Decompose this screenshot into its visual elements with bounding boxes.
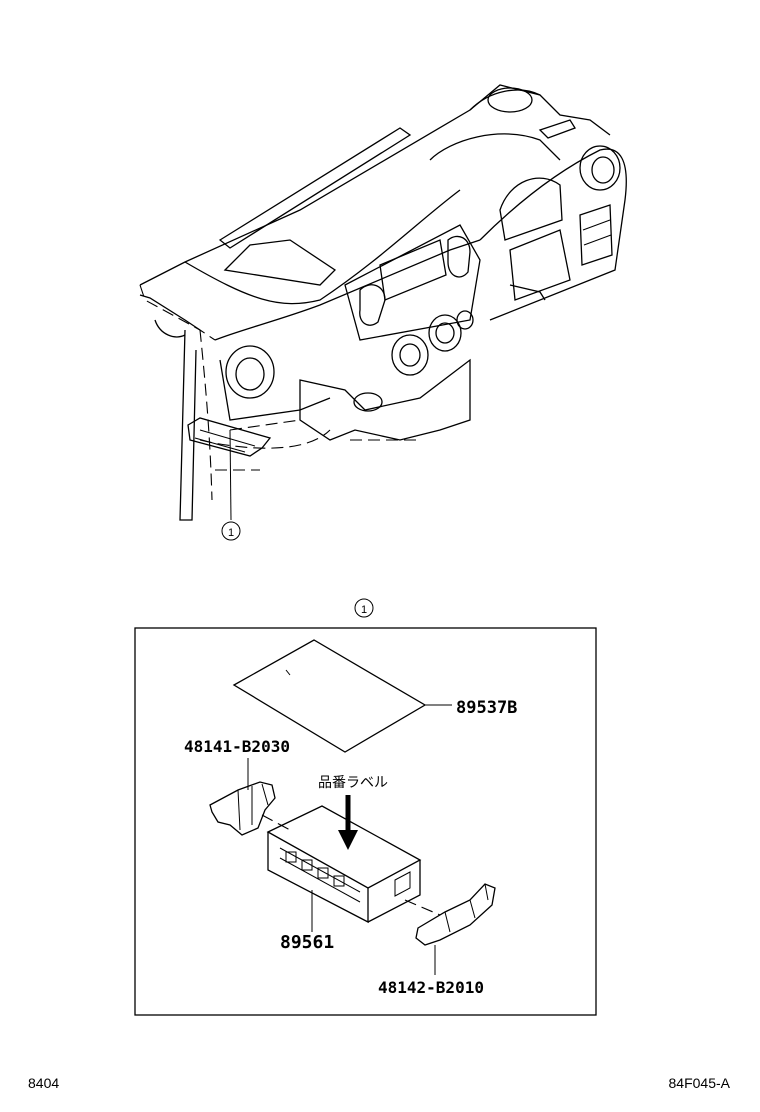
svg-text:1: 1 bbox=[228, 527, 234, 539]
callout-marker-detail: 1 bbox=[354, 598, 374, 618]
label-arrow bbox=[338, 795, 358, 850]
part-number-bracket-right: 48142-B2010 bbox=[378, 978, 484, 997]
footer-left-code: 8404 bbox=[28, 1075, 59, 1091]
label-note: 品番ラベル bbox=[318, 775, 388, 791]
bracket-right bbox=[415, 883, 496, 975]
part-number-bracket-left: 48141-B2030 bbox=[184, 737, 290, 756]
svg-text:1: 1 bbox=[361, 604, 367, 616]
detail-box-frame bbox=[134, 627, 597, 1016]
dashboard-illustration bbox=[139, 84, 627, 521]
callout-marker-dashboard: 1 bbox=[221, 521, 241, 541]
footer-right-code: 84F045-A bbox=[669, 1075, 731, 1091]
cover-sheet bbox=[232, 639, 452, 753]
bracket-left bbox=[209, 758, 291, 836]
module-box bbox=[266, 805, 441, 928]
part-number-module: 89561 bbox=[280, 932, 334, 953]
part-number-cover: 89537B bbox=[456, 698, 517, 718]
